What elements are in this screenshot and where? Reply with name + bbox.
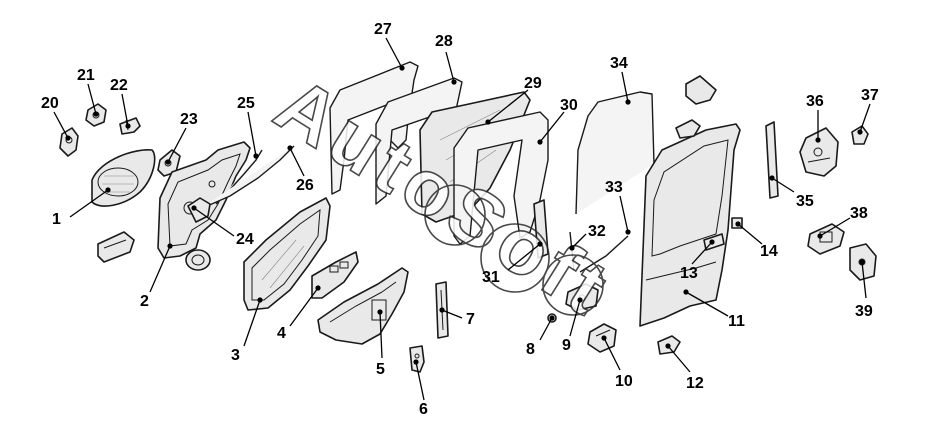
callout-22: 22 — [110, 77, 128, 94]
callout-24: 24 — [236, 231, 254, 248]
callout-12: 12 — [686, 375, 704, 392]
callout-31: 31 — [482, 269, 500, 286]
callout-36: 36 — [806, 93, 824, 110]
leader-lines — [53, 37, 871, 401]
part-35-strip — [765, 121, 779, 199]
part-38-switch — [807, 223, 845, 255]
callout-29: 29 — [524, 75, 542, 92]
callout-labels: 1 2 3 4 5 6 7 8 9 10 11 12 13 14 20 21 2… — [41, 21, 879, 418]
callout-25: 25 — [237, 95, 255, 112]
part-20-clip — [59, 127, 79, 157]
callout-27: 27 — [374, 21, 392, 38]
watermark-ring-o — [424, 184, 486, 246]
callout-4: 4 — [277, 325, 286, 342]
callout-21: 21 — [77, 67, 95, 84]
callout-1: 1 — [52, 211, 61, 228]
callout-10: 10 — [615, 373, 633, 390]
part-5-lower-panel — [317, 267, 409, 345]
watermark-ring-s — [480, 223, 550, 293]
part-mirror-bracket — [685, 75, 717, 105]
callout-6: 6 — [419, 401, 428, 418]
part-11-door-shell — [639, 123, 741, 327]
callout-13: 13 — [680, 265, 698, 282]
part-9-lock — [565, 283, 599, 311]
callout-33: 33 — [605, 179, 623, 196]
callout-3: 3 — [231, 347, 240, 364]
callout-5: 5 — [376, 361, 385, 378]
part-mirror-base — [675, 119, 701, 139]
callout-30: 30 — [560, 97, 578, 114]
callout-2: 2 — [140, 293, 149, 310]
part-33-rod — [579, 235, 629, 273]
callout-37: 37 — [861, 87, 879, 104]
callout-26: 26 — [296, 177, 314, 194]
callout-11: 11 — [728, 313, 745, 330]
watermark-ring-f — [542, 254, 604, 316]
part-speaker-round — [185, 249, 211, 271]
part-34-run-channel — [575, 91, 655, 215]
callout-23: 23 — [180, 111, 198, 128]
part-37-grommet — [851, 125, 869, 145]
callout-34: 34 — [610, 55, 628, 72]
part-30-glass-seal — [453, 111, 549, 245]
part-6-lock — [409, 345, 425, 373]
callout-32: 32 — [588, 223, 606, 240]
part-27-window-seal — [329, 61, 419, 195]
part-1-speaker-cover — [91, 149, 156, 207]
part-handle-cup — [97, 231, 135, 263]
callout-7: 7 — [466, 311, 475, 328]
callout-8: 8 — [526, 341, 535, 358]
callout-14: 14 — [760, 243, 778, 260]
part-26-cable — [197, 145, 295, 211]
callout-38: 38 — [850, 205, 868, 222]
callout-9: 9 — [562, 337, 571, 354]
part-32-rod — [569, 231, 575, 271]
callout-39: 39 — [855, 303, 873, 320]
callout-20: 20 — [41, 95, 59, 112]
callout-35: 35 — [796, 193, 814, 210]
part-4-switch-panel — [311, 251, 359, 299]
part-36-latch — [799, 127, 839, 177]
callout-28: 28 — [435, 33, 453, 50]
